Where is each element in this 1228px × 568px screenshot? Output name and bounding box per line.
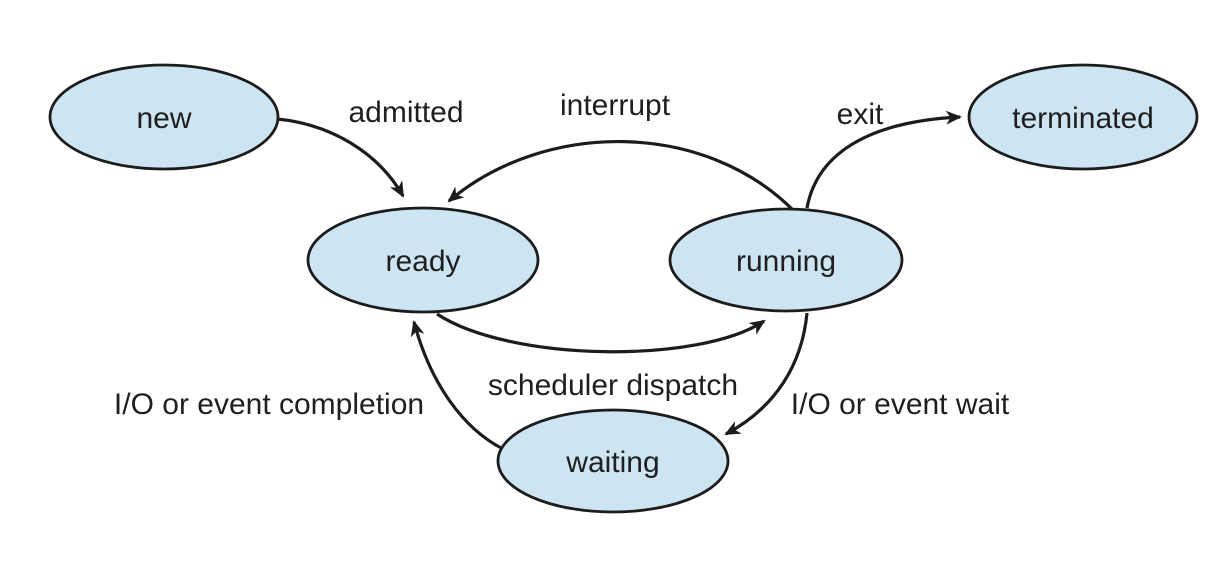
transition-labels: admitted interrupt exit scheduler dispat… [114,89,1010,421]
state-ellipse-running [668,207,904,313]
transition-label-io-or-event-completion: I/O or event completion [114,388,424,421]
state-ellipse-ready [306,206,540,314]
state-node-new: new [48,63,280,171]
transition-arrow-io-or-event-wait [724,312,809,436]
transition-arrow-scheduler-dispatch [436,312,766,354]
state-label-waiting: waiting [565,446,659,479]
transition-label-interrupt: interrupt [560,89,671,122]
transition-arrows [276,110,962,451]
transition-label-exit: exit [837,98,884,131]
state-ellipse-new [48,63,280,171]
state-node-waiting: waiting [496,408,730,514]
state-label-running: running [736,245,836,278]
state-label-terminated: terminated [1012,102,1154,135]
state-nodes: new ready running terminated waiting [48,63,1199,514]
state-label-new: new [136,102,191,135]
state-ellipse-terminated [967,63,1199,171]
state-node-running: running [668,207,904,313]
transition-label-io-or-event-wait: I/O or event wait [791,388,1010,421]
transition-arrow-exit [805,110,962,209]
transition-label-scheduler-dispatch: scheduler dispatch [488,369,738,402]
transition-label-admitted: admitted [348,96,463,129]
state-node-terminated: terminated [967,63,1199,171]
transition-arrow-interrupt [447,139,797,214]
state-label-ready: ready [385,245,460,278]
transition-arrow-admitted [276,117,405,198]
state-ellipse-waiting [496,408,730,514]
state-node-ready: ready [306,206,540,314]
transition-arrow-io-or-event-completion [410,320,504,451]
